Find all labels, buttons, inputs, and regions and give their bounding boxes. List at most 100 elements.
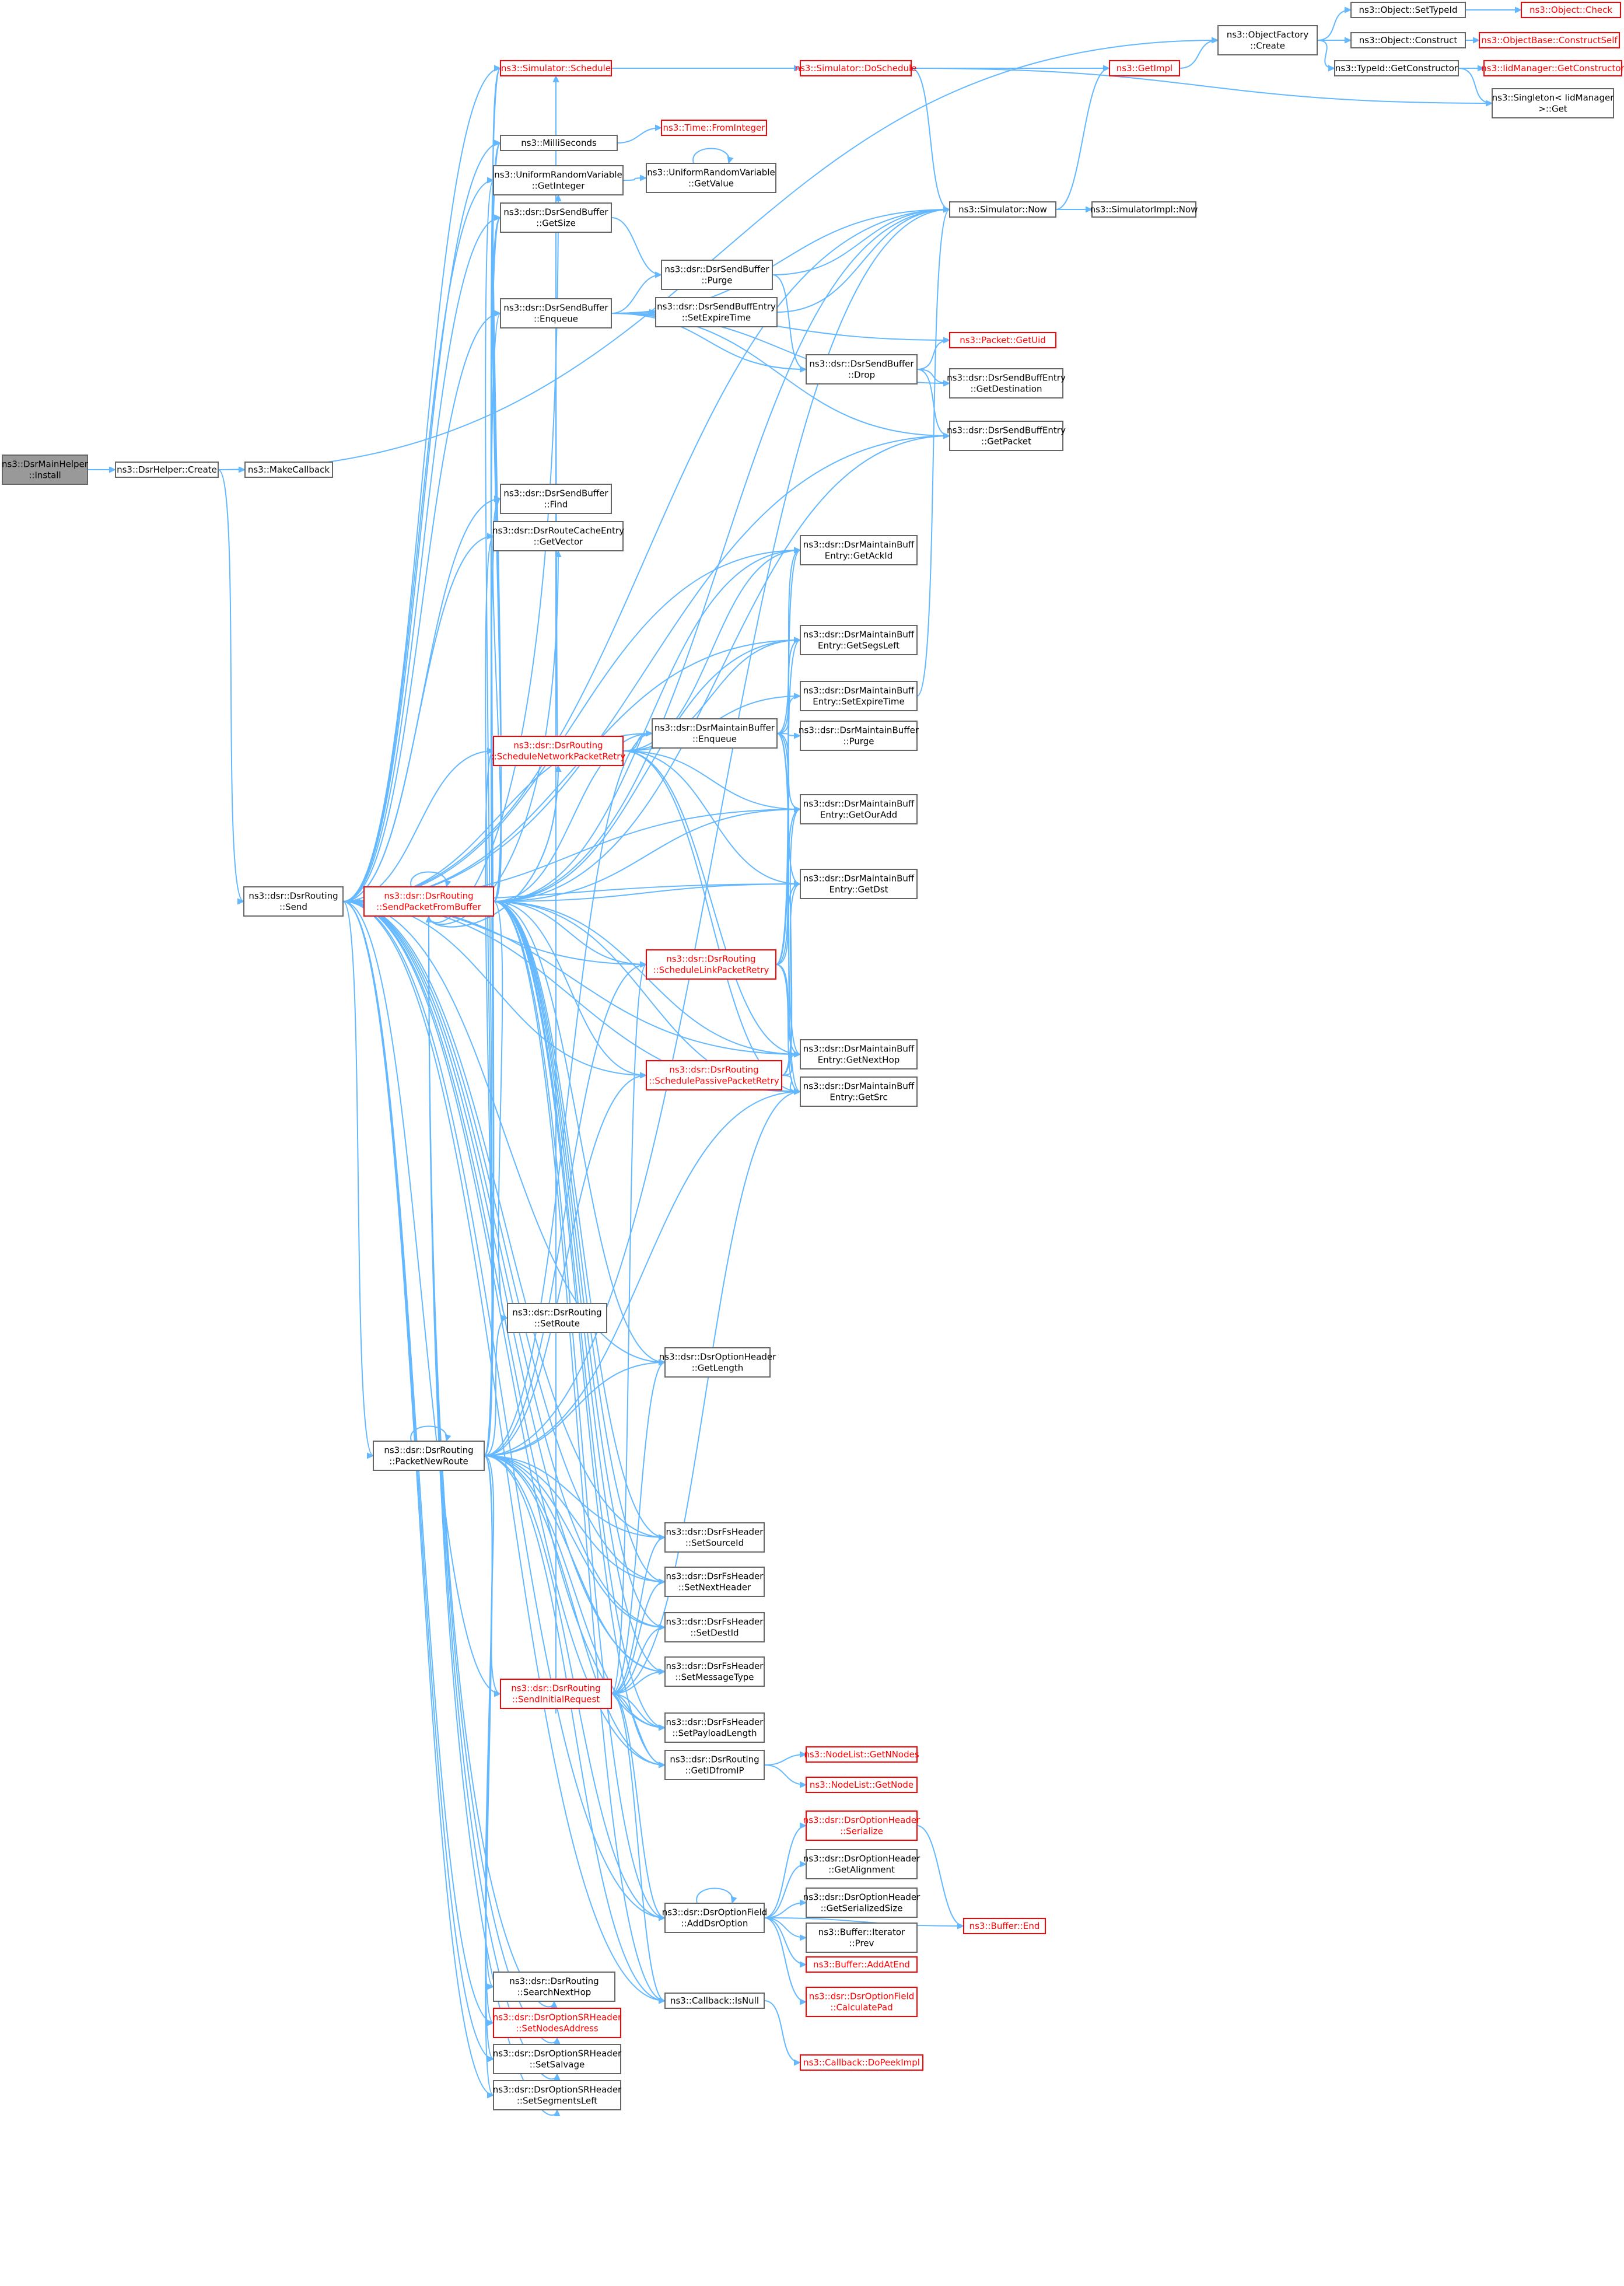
- node-label-line: Entry::GetDst: [830, 885, 888, 895]
- node-schedule-link-packet-retry[interactable]: ns3::dsr::DsrRouting::ScheduleLinkPacket…: [646, 949, 776, 980]
- node-fs-set-dest-id[interactable]: ns3::dsr::DsrFsHeader::SetDestId: [664, 1612, 765, 1642]
- edge-send-to-mbe-get-segs-left: [342, 640, 800, 902]
- node-box: [949, 368, 1063, 399]
- node-mbe-get-next-hop[interactable]: ns3::dsr::DsrMaintainBuffEntry::GetNextH…: [800, 1039, 918, 1069]
- node-urv-get-integer[interactable]: ns3::UniformRandomVariable::GetInteger: [493, 165, 624, 195]
- node-milli-seconds[interactable]: ns3::MilliSeconds: [500, 135, 618, 151]
- node-obj-check[interactable]: ns3::Object::Check: [1521, 2, 1621, 18]
- edge-send-packet-from-buffer-to-fs-set-source-id: [493, 901, 665, 1537]
- node-install[interactable]: ns3::DsrMainHelper::Install: [2, 455, 89, 485]
- node-opt-get-serialized-size[interactable]: ns3::dsr::DsrOptionHeader::GetSerialized…: [803, 1887, 921, 1918]
- node-fs-set-next-header[interactable]: ns3::dsr::DsrFsHeader::SetNextHeader: [664, 1567, 765, 1597]
- node-send[interactable]: ns3::dsr::DsrRouting::Send: [243, 886, 344, 917]
- node-sb-find[interactable]: ns3::dsr::DsrSendBuffer::Find: [500, 484, 612, 514]
- node-mbe-get-segs-left[interactable]: ns3::dsr::DsrMaintainBuffEntry::GetSegsL…: [800, 625, 918, 655]
- node-schedule-passive-packet-retry[interactable]: ns3::dsr::DsrRouting::SchedulePassivePac…: [646, 1060, 782, 1090]
- node-sr-set-nodes-address[interactable]: ns3::dsr::DsrOptionSRHeader::SetNodesAdd…: [493, 2008, 622, 2038]
- node-obj-base-construct-self[interactable]: ns3::ObjectBase::ConstructSelf: [1479, 32, 1620, 48]
- node-box: [806, 1777, 918, 1793]
- node-box: [800, 535, 918, 565]
- node-fs-set-payload-length[interactable]: ns3::dsr::DsrFsHeader::SetPayloadLength: [664, 1712, 765, 1743]
- node-calculate-pad[interactable]: ns3::dsr::DsrOptionField::CalculatePad: [806, 1987, 918, 2017]
- node-mb-enqueue[interactable]: ns3::dsr::DsrMaintainBuffer::Enqueue: [652, 718, 778, 749]
- node-singleton-get[interactable]: ns3::Singleton< IidManager>::Get: [1492, 88, 1615, 118]
- node-obj-construct[interactable]: ns3::Object::Construct: [1350, 32, 1466, 48]
- node-get-impl[interactable]: ns3::GetImpl: [1109, 60, 1180, 76]
- node-label-line: ns3::dsr::DsrFsHeader: [666, 1717, 764, 1728]
- edge-helper-create-to-send: [218, 469, 244, 901]
- node-box: [646, 1060, 782, 1090]
- node-send-initial-request[interactable]: ns3::dsr::DsrRouting::SendInitialRequest: [500, 1679, 612, 1709]
- node-box: [800, 625, 918, 655]
- node-sb-get-size[interactable]: ns3::dsr::DsrSendBuffer::GetSize: [500, 202, 612, 233]
- edge-schedule-passive-packet-retry-to-mbe-get-our-add: [781, 809, 800, 1076]
- node-sb-enqueue[interactable]: ns3::dsr::DsrSendBuffer::Enqueue: [500, 298, 612, 328]
- node-sr-set-salvage[interactable]: ns3::dsr::DsrOptionSRHeader::SetSalvage: [493, 2044, 622, 2074]
- node-opt-get-length[interactable]: ns3::dsr::DsrOptionHeader::GetLength: [659, 1347, 776, 1378]
- node-sb-drop[interactable]: ns3::dsr::DsrSendBuffer::Drop: [806, 354, 918, 385]
- node-callback-is-null[interactable]: ns3::Callback::IsNull: [664, 1993, 765, 2009]
- node-opt-serialize[interactable]: ns3::dsr::DsrOptionHeader::Serialize: [803, 1810, 921, 1841]
- node-sim-now[interactable]: ns3::Simulator::Now: [949, 201, 1056, 218]
- node-rce-get-vector[interactable]: ns3::dsr::DsrRouteCacheEntry::GetVector: [492, 521, 624, 551]
- node-set-route[interactable]: ns3::dsr::DsrRouting::SetRoute: [507, 1303, 607, 1333]
- node-label-line: ::SetSegmentsLeft: [517, 2096, 597, 2106]
- edge-send-packet-from-buffer-to-callback-is-null: [493, 901, 665, 2001]
- node-buffer-end[interactable]: ns3::Buffer::End: [963, 1918, 1046, 1934]
- edge-send-packet-from-buffer-to-mbe-get-ack-id: [493, 550, 800, 902]
- node-time-from-integer[interactable]: ns3::Time::FromInteger: [661, 120, 767, 136]
- node-box: [493, 2080, 621, 2110]
- node-sim-schedule[interactable]: ns3::Simulator::Schedule: [500, 60, 612, 76]
- node-sb-purge[interactable]: ns3::dsr::DsrSendBuffer::Purge: [661, 260, 773, 290]
- node-callback-do-peek-impl[interactable]: ns3::Callback::DoPeekImpl: [800, 2054, 923, 2071]
- node-opt-get-alignment[interactable]: ns3::dsr::DsrOptionHeader::GetAlignment: [803, 1849, 921, 1879]
- node-buffer-add-at-end[interactable]: ns3::Buffer::AddAtEnd: [806, 1956, 918, 1973]
- node-label-line: ns3::dsr::DsrFsHeader: [666, 1617, 764, 1627]
- node-label-line: ns3::NodeList::GetNNodes: [804, 1749, 919, 1760]
- edge-helper-create-to-object-factory-create: [218, 40, 1218, 470]
- node-label-line: ::CalculatePad: [830, 2002, 892, 2013]
- node-packet-get-uid[interactable]: ns3::Packet::GetUid: [949, 332, 1056, 348]
- node-node-list-get-nnodes[interactable]: ns3::NodeList::GetNNodes: [804, 1746, 919, 1763]
- edge-get-idfrom-ip-to-node-list-get-nnodes: [764, 1754, 806, 1766]
- node-add-dsr-option[interactable]: ns3::dsr::DsrOptionField::AddDsrOption: [662, 1903, 768, 1933]
- node-sim-do-schedule[interactable]: ns3::Simulator::DoSchedule: [795, 60, 917, 76]
- node-label-line: ::GetIDfromIP: [685, 1766, 744, 1776]
- node-iid-get-constructor[interactable]: ns3::IidManager::GetConstructor: [1481, 60, 1624, 76]
- node-helper-create[interactable]: ns3::DsrHelper::Create: [115, 462, 219, 478]
- node-buffer-iterator-prev[interactable]: ns3::Buffer::Iterator::Prev: [806, 1923, 918, 1953]
- node-packet-new-route[interactable]: ns3::dsr::DsrRouting::PacketNewRoute: [373, 1441, 485, 1471]
- node-mbe-set-expire-time[interactable]: ns3::dsr::DsrMaintainBuffEntry::SetExpir…: [800, 681, 918, 711]
- node-label-line: ::Prev: [849, 1938, 874, 1949]
- node-fs-set-message-type[interactable]: ns3::dsr::DsrFsHeader::SetMessageType: [664, 1656, 765, 1687]
- node-mbe-get-our-add[interactable]: ns3::dsr::DsrMaintainBuffEntry::GetOurAd…: [800, 794, 918, 824]
- node-obj-set-type-id[interactable]: ns3::Object::SetTypeId: [1350, 2, 1466, 18]
- node-label-line: ns3::DsrMainHelper: [2, 459, 89, 470]
- node-sbe-get-packet[interactable]: ns3::dsr::DsrSendBuffEntry::GetPacket: [947, 421, 1066, 451]
- node-sbe-set-expire-time[interactable]: ns3::dsr::DsrSendBuffEntry::SetExpireTim…: [655, 297, 778, 327]
- node-type-id-get-constructor[interactable]: ns3::TypeId::GetConstructor: [1334, 60, 1459, 76]
- edge-packet-new-route-to-schedule-passive-packet-retry: [484, 1075, 646, 1456]
- node-sim-impl-now[interactable]: ns3::SimulatorImpl::Now: [1090, 201, 1198, 218]
- node-label-line: ns3::dsr::DsrMaintainBuffer: [654, 723, 775, 733]
- node-sbe-get-destination[interactable]: ns3::dsr::DsrSendBuffEntry::GetDestinati…: [947, 368, 1066, 399]
- node-send-packet-from-buffer[interactable]: ns3::dsr::DsrRouting::SendPacketFromBuff…: [363, 886, 494, 917]
- node-node-list-get-node[interactable]: ns3::NodeList::GetNode: [806, 1777, 918, 1793]
- node-label-line: Entry::GetSegsLeft: [818, 641, 900, 651]
- node-label-line: ::GetSerializedSize: [821, 1903, 903, 1914]
- node-schedule-network-packet-retry[interactable]: ns3::dsr::DsrRouting::ScheduleNetworkPac…: [491, 736, 626, 766]
- node-get-idfrom-ip[interactable]: ns3::dsr::DsrRouting::GetIDfromIP: [664, 1750, 765, 1780]
- node-sr-set-segments-left[interactable]: ns3::dsr::DsrOptionSRHeader::SetSegments…: [493, 2080, 622, 2110]
- edge-packet-new-route-to-schedule-link-packet-retry: [484, 964, 646, 1456]
- node-mb-purge[interactable]: ns3::dsr::DsrMaintainBuffer::Purge: [799, 721, 919, 751]
- node-object-factory-create[interactable]: ns3::ObjectFactory::Create: [1217, 25, 1318, 55]
- node-fs-set-source-id[interactable]: ns3::dsr::DsrFsHeader::SetSourceId: [664, 1522, 765, 1553]
- node-label-line: ns3::MilliSeconds: [521, 138, 597, 148]
- edge-send-to-sim-now: [342, 209, 950, 902]
- node-make-callback[interactable]: ns3::MakeCallback: [244, 462, 333, 478]
- node-search-next-hop[interactable]: ns3::dsr::DsrRouting::SearchNextHop: [493, 1972, 615, 2002]
- node-urv-get-value[interactable]: ns3::UniformRandomVariable::GetValue: [646, 163, 776, 193]
